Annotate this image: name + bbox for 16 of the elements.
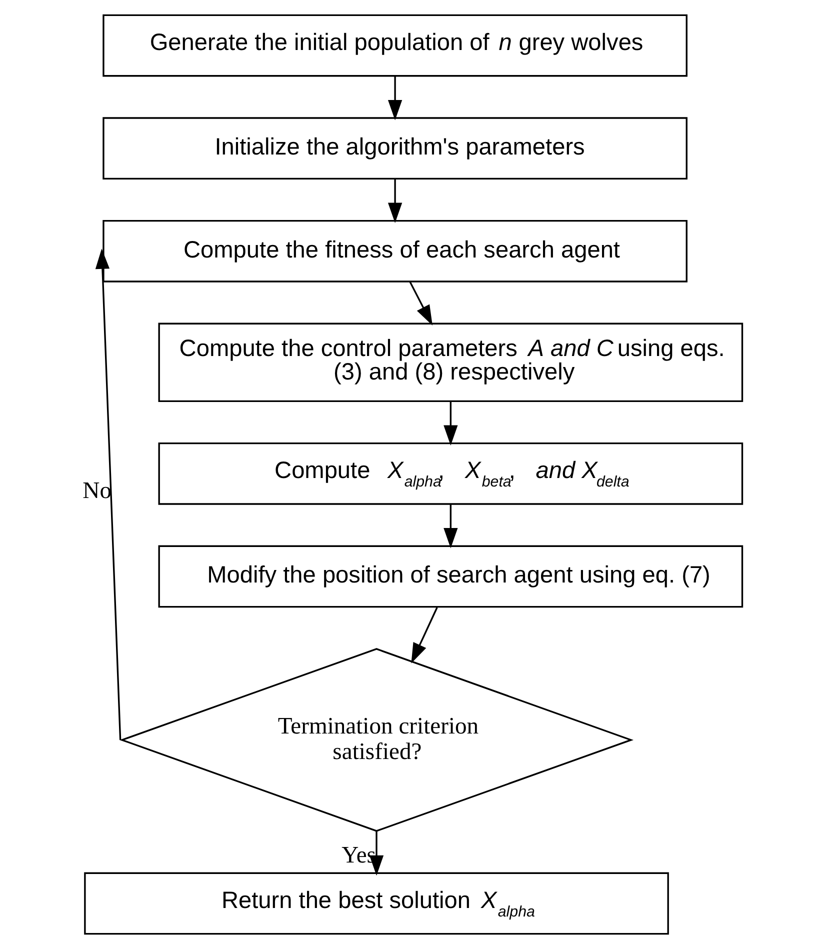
arrow: [411, 607, 438, 664]
node-box: Compute the control parameters A and C using eqs. (3) and (8) respectively: [158, 322, 744, 402]
arrow: [95, 248, 122, 740]
arrow: [409, 281, 432, 326]
node-box: Return the best solution X$_{alpha}$: [84, 872, 669, 935]
node-box: Compute the fitness of each search agent: [102, 220, 688, 282]
node-box: Modify the position of search agent using eq. (7): [158, 545, 744, 608]
node-box: Compute X$_{alpha}$, X$_{beta}$, and X$_{delta}$: [158, 442, 744, 505]
node-diamond: Termination criterion satisfied?: [120, 648, 634, 832]
arrow: [444, 504, 458, 548]
arrow: [444, 401, 458, 446]
arrow: [388, 178, 402, 223]
edge-label: No: [82, 478, 112, 504]
node-box: Initialize the algorithm's parameters: [102, 117, 688, 180]
node-box: Generate the initial population of n grey wolves: [102, 14, 688, 77]
arrow: [388, 76, 402, 120]
